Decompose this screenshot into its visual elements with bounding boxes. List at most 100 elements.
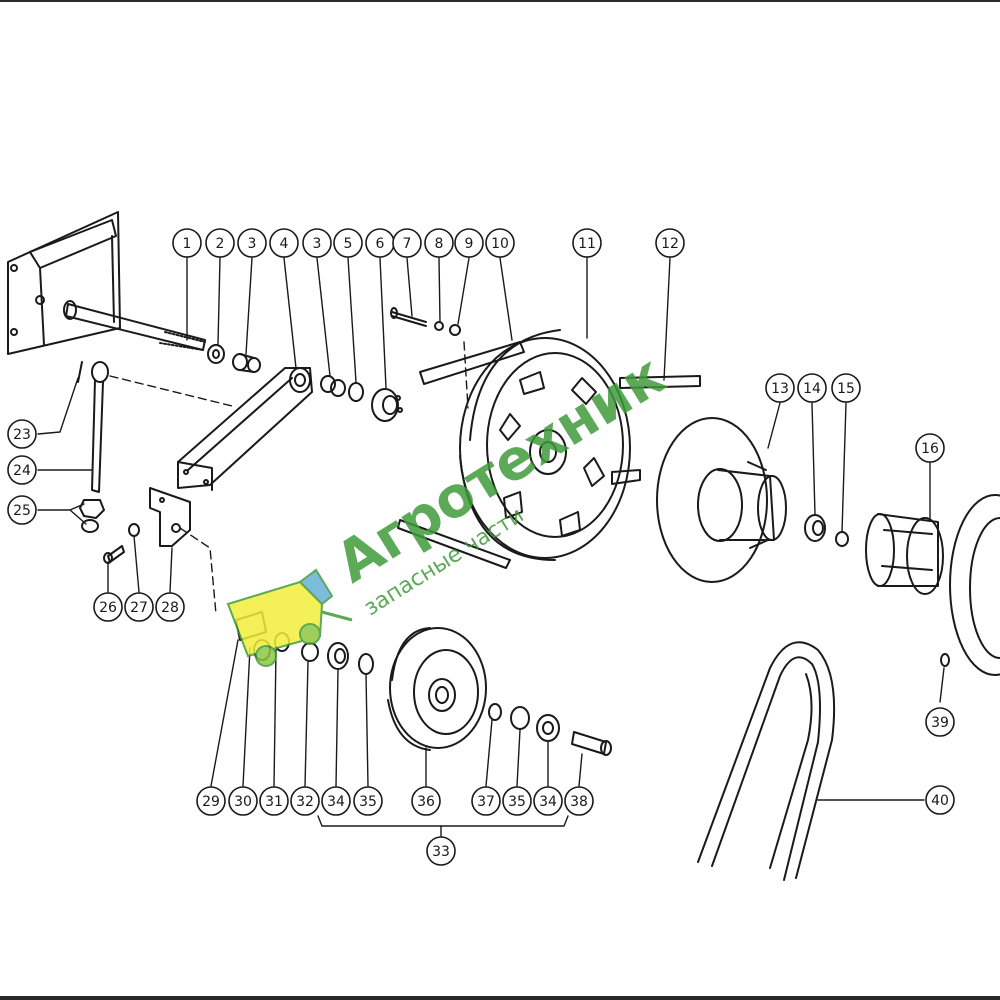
callout-label-34: 34 [539,794,557,810]
callout-label-7: 7 [403,236,412,252]
callout-label-4: 4 [280,236,289,252]
callout-label-32: 32 [296,794,314,810]
callout-circle-34 [321,786,351,816]
callout-circle-12 [655,228,685,258]
callout-circle-34 [533,786,563,816]
callout-label-29: 29 [202,794,220,810]
washer-35b [510,706,530,730]
callout-label-36: 36 [417,794,435,810]
idler-pulley-36 [387,627,487,751]
callout-circle-5 [333,228,363,258]
callout-circle-32 [290,786,320,816]
callout-circle-1 [172,228,202,258]
washer-37 [488,703,502,721]
callout-label-16: 16 [921,441,939,457]
callout-circle-9 [454,228,484,258]
washer-2 [207,344,225,364]
callout-circle-38 [564,786,594,816]
callout-label-9: 9 [465,236,474,252]
callout-circle-15 [831,373,861,403]
callout-circle-2 [205,228,235,258]
callout-circle-26 [93,592,123,622]
washer-35 [358,653,374,675]
tension-arm-4 [177,367,313,491]
rod-12 [619,375,701,389]
bush-3b [320,375,346,397]
callout-circle-40 [925,785,955,815]
callout-circle-16 [915,433,945,463]
belt-11 [397,341,641,569]
bearing-34 [327,642,349,670]
nut-25 [79,499,105,533]
callout-label-40: 40 [931,793,949,809]
callout-label-2: 2 [216,236,225,252]
callout-circle-25 [7,495,37,525]
bolt-38 [571,731,612,756]
callout-label-1: 1 [183,236,192,252]
callout-label-12: 12 [661,236,679,252]
callout-circle-13 [765,373,795,403]
washer-2-inner [212,349,220,359]
callout-label-31: 31 [265,794,283,810]
bearing-14 [804,514,826,542]
callout-circle-10 [485,228,515,258]
callout-label-11: 11 [578,236,596,252]
callout-label-15: 15 [837,381,855,397]
callout-circle-33 [426,836,456,866]
bolt-26 [103,545,125,564]
top-border [0,0,1000,2]
large-pulley-10 [459,329,631,561]
callout-label-24: 24 [13,463,31,479]
washer-27 [128,523,140,537]
callout-label-14: 14 [803,381,821,397]
callout-label-13: 13 [771,381,789,397]
callout-label-3: 3 [313,236,322,252]
callout-label-3: 3 [248,236,257,252]
combine-harvester-icon [226,568,353,667]
callout-circle-37 [471,786,501,816]
callout-circle-3 [302,228,332,258]
callout-circle-35 [353,786,383,816]
callout-label-26: 26 [99,600,117,616]
watermark-brand: Агротехник [325,343,676,596]
callout-label-35: 35 [359,794,377,810]
callout-circle-8 [424,228,454,258]
callout-circle-14 [797,373,827,403]
disc-13 [656,417,787,583]
callout-label-23: 23 [13,427,31,443]
callout-label-33: 33 [432,844,450,860]
callout-label-34: 34 [327,794,345,810]
sleeve-16 [865,513,944,595]
bearing-6 [371,388,403,422]
callout-label-8: 8 [435,236,444,252]
v-belt-40 [697,641,836,881]
callout-circle-24 [7,455,37,485]
callout-label-10: 10 [491,236,509,252]
callout-label-28: 28 [161,600,179,616]
callout-label-5: 5 [344,236,353,252]
callout-circle-29 [196,786,226,816]
washer-8 [434,321,444,331]
callout-label-37: 37 [477,794,495,810]
callout-circle-39 [925,707,955,737]
shaft-1 [63,300,206,351]
callout-label-6: 6 [376,236,385,252]
callout-label-39: 39 [931,715,949,731]
callout-circle-4 [269,228,299,258]
washer-5 [348,382,364,402]
lever-24 [77,361,109,493]
callout-label-30: 30 [234,794,252,810]
callout-label-35: 35 [508,794,526,810]
callout-circle-11 [572,228,602,258]
nut-34b [536,714,560,742]
disc-right [949,494,1000,676]
callout-circle-30 [228,786,258,816]
callout-circle-27 [124,592,154,622]
nut-32 [301,642,319,662]
bracket-28 [149,487,191,547]
callout-circle-36 [411,786,441,816]
callout-label-27: 27 [130,600,148,616]
callout-label-25: 25 [13,503,31,519]
